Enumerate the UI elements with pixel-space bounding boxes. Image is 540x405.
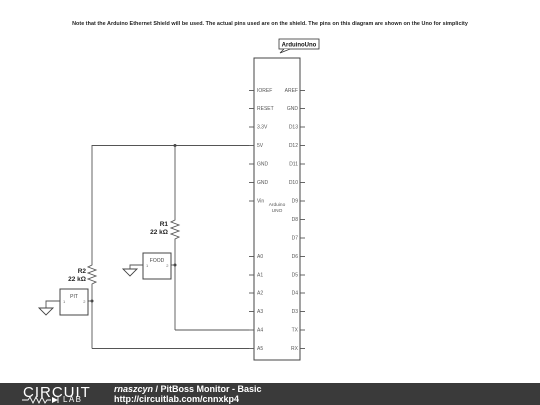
schematic-note: Note that the Arduino Ethernet Shield wi… — [72, 21, 468, 27]
arduino-uno-body — [253, 57, 301, 361]
pit-pin2: 2 — [83, 299, 86, 304]
ground-icon — [37, 307, 55, 316]
pin-label: D9 — [292, 199, 299, 205]
pin-label: GND — [257, 180, 269, 186]
arduino-tag-label: ArduinoUno — [282, 43, 317, 49]
pin-label: GND — [287, 106, 299, 112]
pin-label: D13 — [289, 125, 298, 131]
pit-label: PIT — [70, 294, 78, 300]
r1-value: 22 kΩ — [150, 229, 168, 236]
ground-icon — [121, 268, 139, 277]
wires — [88, 144, 249, 349]
pin-label: D7 — [292, 236, 299, 242]
author-name[interactable]: rnaszcyn — [114, 384, 154, 394]
pin-label: GND — [257, 162, 269, 168]
pin-label: 5V — [257, 143, 264, 149]
pin-label: D6 — [292, 254, 299, 260]
pit-pin1: 1 — [63, 299, 66, 304]
resistor-logo-icon — [22, 396, 59, 404]
food-pin1: 1 — [146, 263, 149, 268]
pit-probe: PIT 1 2 — [37, 288, 89, 316]
r2-value: 22 kΩ — [68, 276, 86, 283]
pin-label: A4 — [257, 328, 263, 334]
pin-label: Vin — [257, 199, 264, 205]
arduino-right-pins: AREF GND D13 D12 D11 D10 D9 D8 D7 D6 D5 … — [285, 88, 305, 352]
food-label: FOOD — [150, 258, 165, 264]
pin-label: D11 — [289, 162, 298, 168]
pin-label: D4 — [292, 291, 299, 297]
r1-name: R1 — [160, 221, 169, 228]
food-probe: FOOD 1 2 — [121, 252, 172, 280]
pin-label: RX — [291, 346, 299, 352]
pin-label: AREF — [285, 88, 298, 94]
pin-label: D5 — [292, 273, 299, 279]
arduino-center-label: Arduino — [269, 202, 286, 208]
pin-label: A2 — [257, 291, 263, 297]
pin-label: D10 — [289, 180, 298, 186]
arduino-left-pins: IOREF RESET 3.3V 5V GND GND Vin A0 A1 A2… — [249, 88, 274, 352]
pin-label: D3 — [292, 309, 299, 315]
arduino-center-label-model: UNO — [272, 208, 283, 214]
circuit-title: PitBoss Monitor - Basic — [160, 384, 262, 394]
resistor-r1: R1 22 kΩ — [150, 216, 181, 240]
circuitlab-logo-subtext: LAB — [63, 395, 83, 404]
pin-label: A0 — [257, 254, 263, 260]
resistor-r2: R2 22 kΩ — [68, 262, 98, 285]
pin-label: A3 — [257, 309, 263, 315]
pin-label: TX — [292, 328, 299, 334]
pin-label: RESET — [257, 106, 274, 112]
pin-label: A1 — [257, 273, 263, 279]
pin-label: D12 — [289, 143, 298, 149]
pin-label: D8 — [292, 217, 299, 223]
schematic-canvas: ArduinoUno Arduino UNO IOREF RESET 3.3V … — [37, 38, 320, 361]
schematic-title: rnaszcyn / PitBoss Monitor - Basic — [114, 384, 262, 394]
r2-name: R2 — [78, 268, 87, 275]
arduino-tag: ArduinoUno — [278, 38, 320, 54]
title-separator: / — [153, 384, 161, 394]
circuitlab-footer: CIRCUIT LAB rnaszcyn / PitBoss Monitor -… — [0, 383, 540, 405]
pin-label: IOREF — [257, 88, 272, 94]
pin-label: A5 — [257, 346, 263, 352]
circuitlab-logo-text: CIRCUIT — [23, 384, 91, 401]
food-pin2: 2 — [166, 263, 169, 268]
pin-label: 3.3V — [257, 125, 268, 131]
circuit-url-link[interactable]: http://circuitlab.com/cnnxkp4 — [114, 394, 240, 404]
